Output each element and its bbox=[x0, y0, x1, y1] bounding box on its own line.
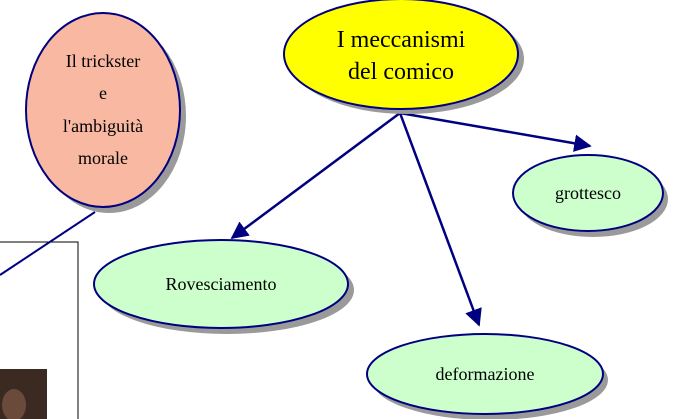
arrow-to-grotesque bbox=[399, 111, 592, 152]
photo-highlight bbox=[2, 389, 26, 419]
connector-trickster bbox=[0, 211, 96, 276]
node-reversal-label: Rovesciamento bbox=[166, 274, 277, 294]
node-trickster-line4: morale bbox=[78, 148, 128, 168]
node-trickster: Il trickster e l'ambiguità morale bbox=[25, 12, 186, 213]
node-comic-line1: I meccanismi bbox=[337, 27, 466, 53]
node-grotesque: grottesco bbox=[512, 154, 668, 237]
node-reversal: Rovesciamento bbox=[93, 239, 354, 334]
arrow-to-reversal bbox=[230, 111, 401, 240]
node-comic-line2: del comico bbox=[348, 59, 454, 85]
node-trickster-line2: e bbox=[99, 83, 107, 103]
node-grotesque-label: grottesco bbox=[555, 183, 621, 203]
node-comic-mechanisms: I meccanismi del comico bbox=[283, 0, 524, 114]
node-deformation: deformazione bbox=[366, 333, 608, 419]
node-trickster-line3: l'ambiguità bbox=[63, 116, 143, 136]
node-trickster-line1: Il trickster bbox=[66, 51, 140, 71]
arrow-to-deformation bbox=[398, 112, 482, 327]
node-deformation-label: deformazione bbox=[436, 364, 535, 384]
image-frame bbox=[0, 241, 79, 419]
